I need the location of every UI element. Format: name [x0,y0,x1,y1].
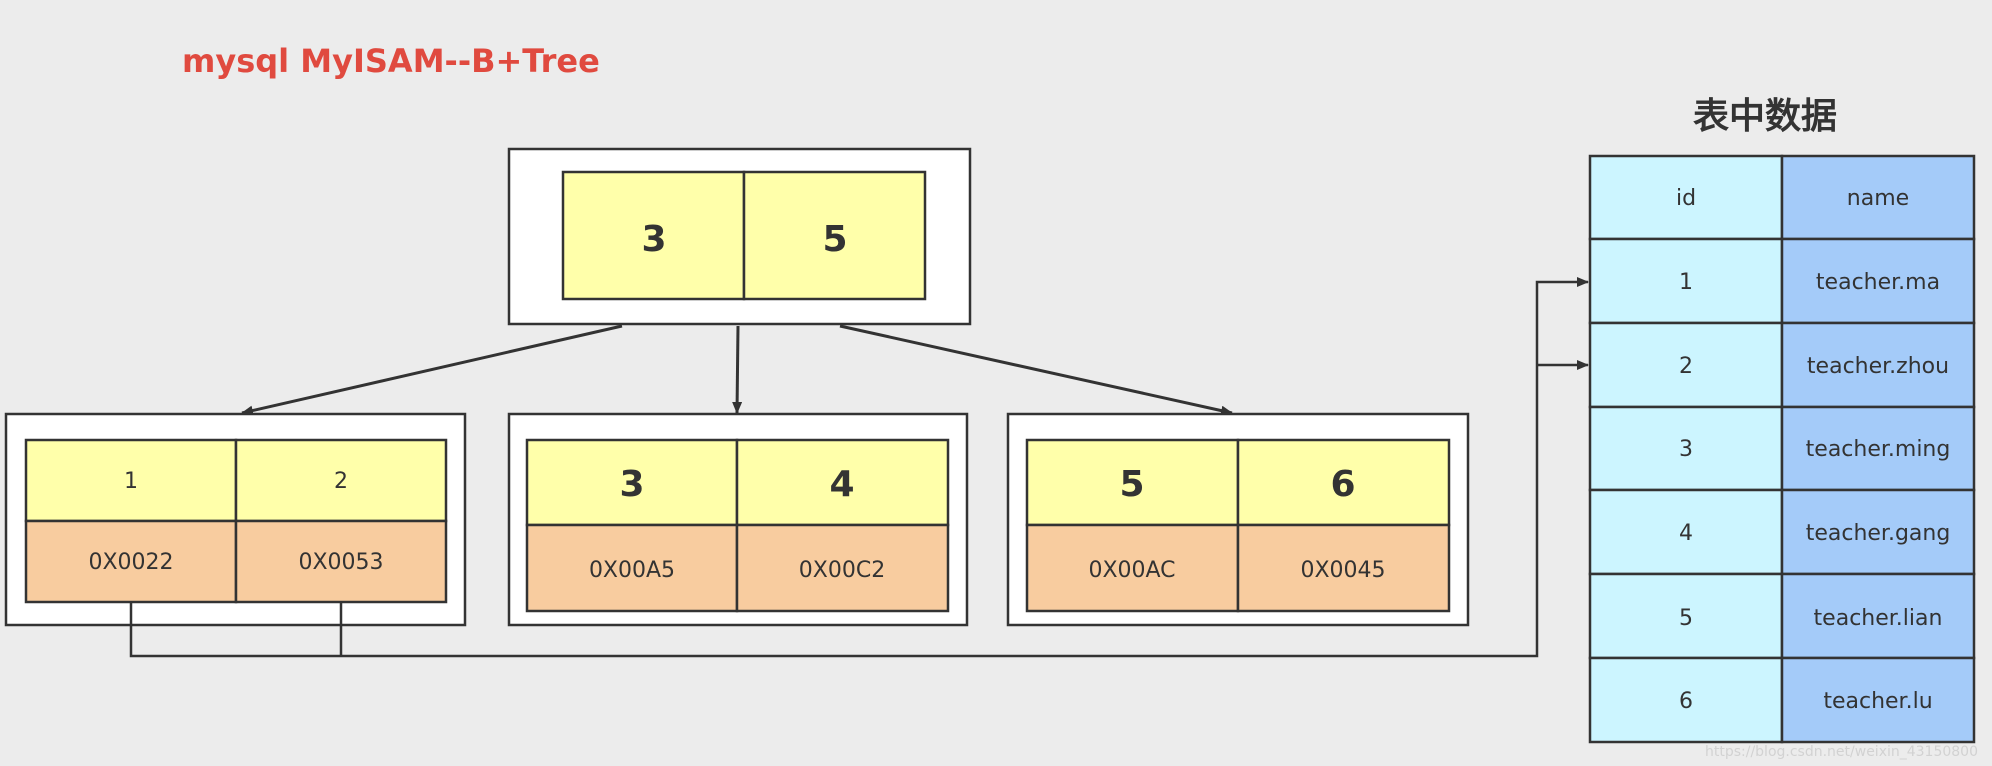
root-key-cell-1 [742,170,927,301]
leaf-2-addr-cell-0 [525,523,739,613]
table-cell-name: teacher.lu [1823,689,1932,714]
leaf-2-key-1: 4 [829,464,854,505]
leaf-node-1: 1 2 0X0022 0X0053 [4,412,467,627]
leaf-3-addr-cell-0 [1025,523,1240,613]
leaf-3-key-cell-1 [1236,438,1451,527]
table-cell-id: 6 [1679,689,1693,714]
leaf-2-key-cell-0 [525,438,739,527]
pointer-line-0X0022 [129,277,1589,658]
arrow-root-to-leaf-2 [732,325,743,414]
table-header-id-cell [1588,154,1784,241]
leaf-2-key-cell-1 [735,438,950,527]
leaf-3-key-0: 5 [1119,464,1144,505]
leaf-node-2: 3 4 0X00A5 0X00C2 [507,412,969,627]
table-row: 1 teacher.ma [1588,237,1976,325]
table-header-name-cell [1780,154,1976,241]
watermark: https://blog.csdn.net/weixin_43150800 [1704,744,1978,760]
leaf-2-key-0: 3 [619,464,644,505]
address-pointer-lines [129,277,1589,658]
table-cell-name: teacher.zhou [1807,354,1949,379]
table-cell-name: teacher.ma [1816,270,1940,295]
leaf-3-address-0: 0X00AC [1088,558,1175,583]
table-cell-id: 1 [1679,270,1693,295]
root-key-cell-0 [561,170,746,301]
table-header-name: name [1847,186,1909,211]
arrow-root-to-leaf-1 [241,324,623,416]
table-row: 2 teacher.zhou [1588,321,1976,409]
leaf-3-addr-cell-1 [1236,523,1451,613]
root-key-0: 3 [641,219,666,260]
leaf-1-addr-cell-1 [234,519,448,604]
arrow-root-to-leaf-3 [839,324,1233,416]
table-row: 3 teacher.ming [1588,405,1976,492]
leaf-2-address-0: 0X00A5 [589,558,675,583]
table-cell-name: teacher.gang [1806,521,1951,546]
table-cell-id: 3 [1679,437,1693,462]
table-row: 4 teacher.gang [1588,488,1976,576]
leaf-2-addr-cell-1 [735,523,950,613]
root-node: 3 5 [507,147,972,326]
diagram-title: mysql MyISAM--B+Tree [182,42,600,80]
table-cell-name: teacher.lian [1814,606,1943,631]
leaf-1-key-1: 2 [334,469,348,494]
leaf-1-key-cell-1 [234,438,448,523]
leaf-2-address-1: 0X00C2 [799,558,885,583]
table-cell-id: 5 [1679,606,1693,631]
leaf-node-3: 5 6 0X00AC 0X0045 [1006,412,1470,627]
table-row: 6 teacher.lu [1588,656,1976,744]
leaf-3-key-1: 6 [1330,464,1355,505]
data-table: id name 1 teacher.ma 2 teacher.zhou 3 te… [1588,154,1976,744]
table-row: 5 teacher.lian [1588,572,1976,660]
table-header-id: id [1676,186,1696,211]
root-key-1: 5 [822,219,847,260]
table-cell-name: teacher.ming [1806,437,1951,462]
leaf-1-address-1: 0X0053 [298,550,383,575]
leaf-3-address-1: 0X0045 [1300,558,1385,583]
table-cell-id: 2 [1679,354,1693,379]
leaf-1-key-0: 1 [124,469,138,494]
table-title: 表中数据 [1693,96,1837,137]
leaf-1-address-0: 0X0022 [88,550,173,575]
table-cell-id: 4 [1679,521,1693,546]
